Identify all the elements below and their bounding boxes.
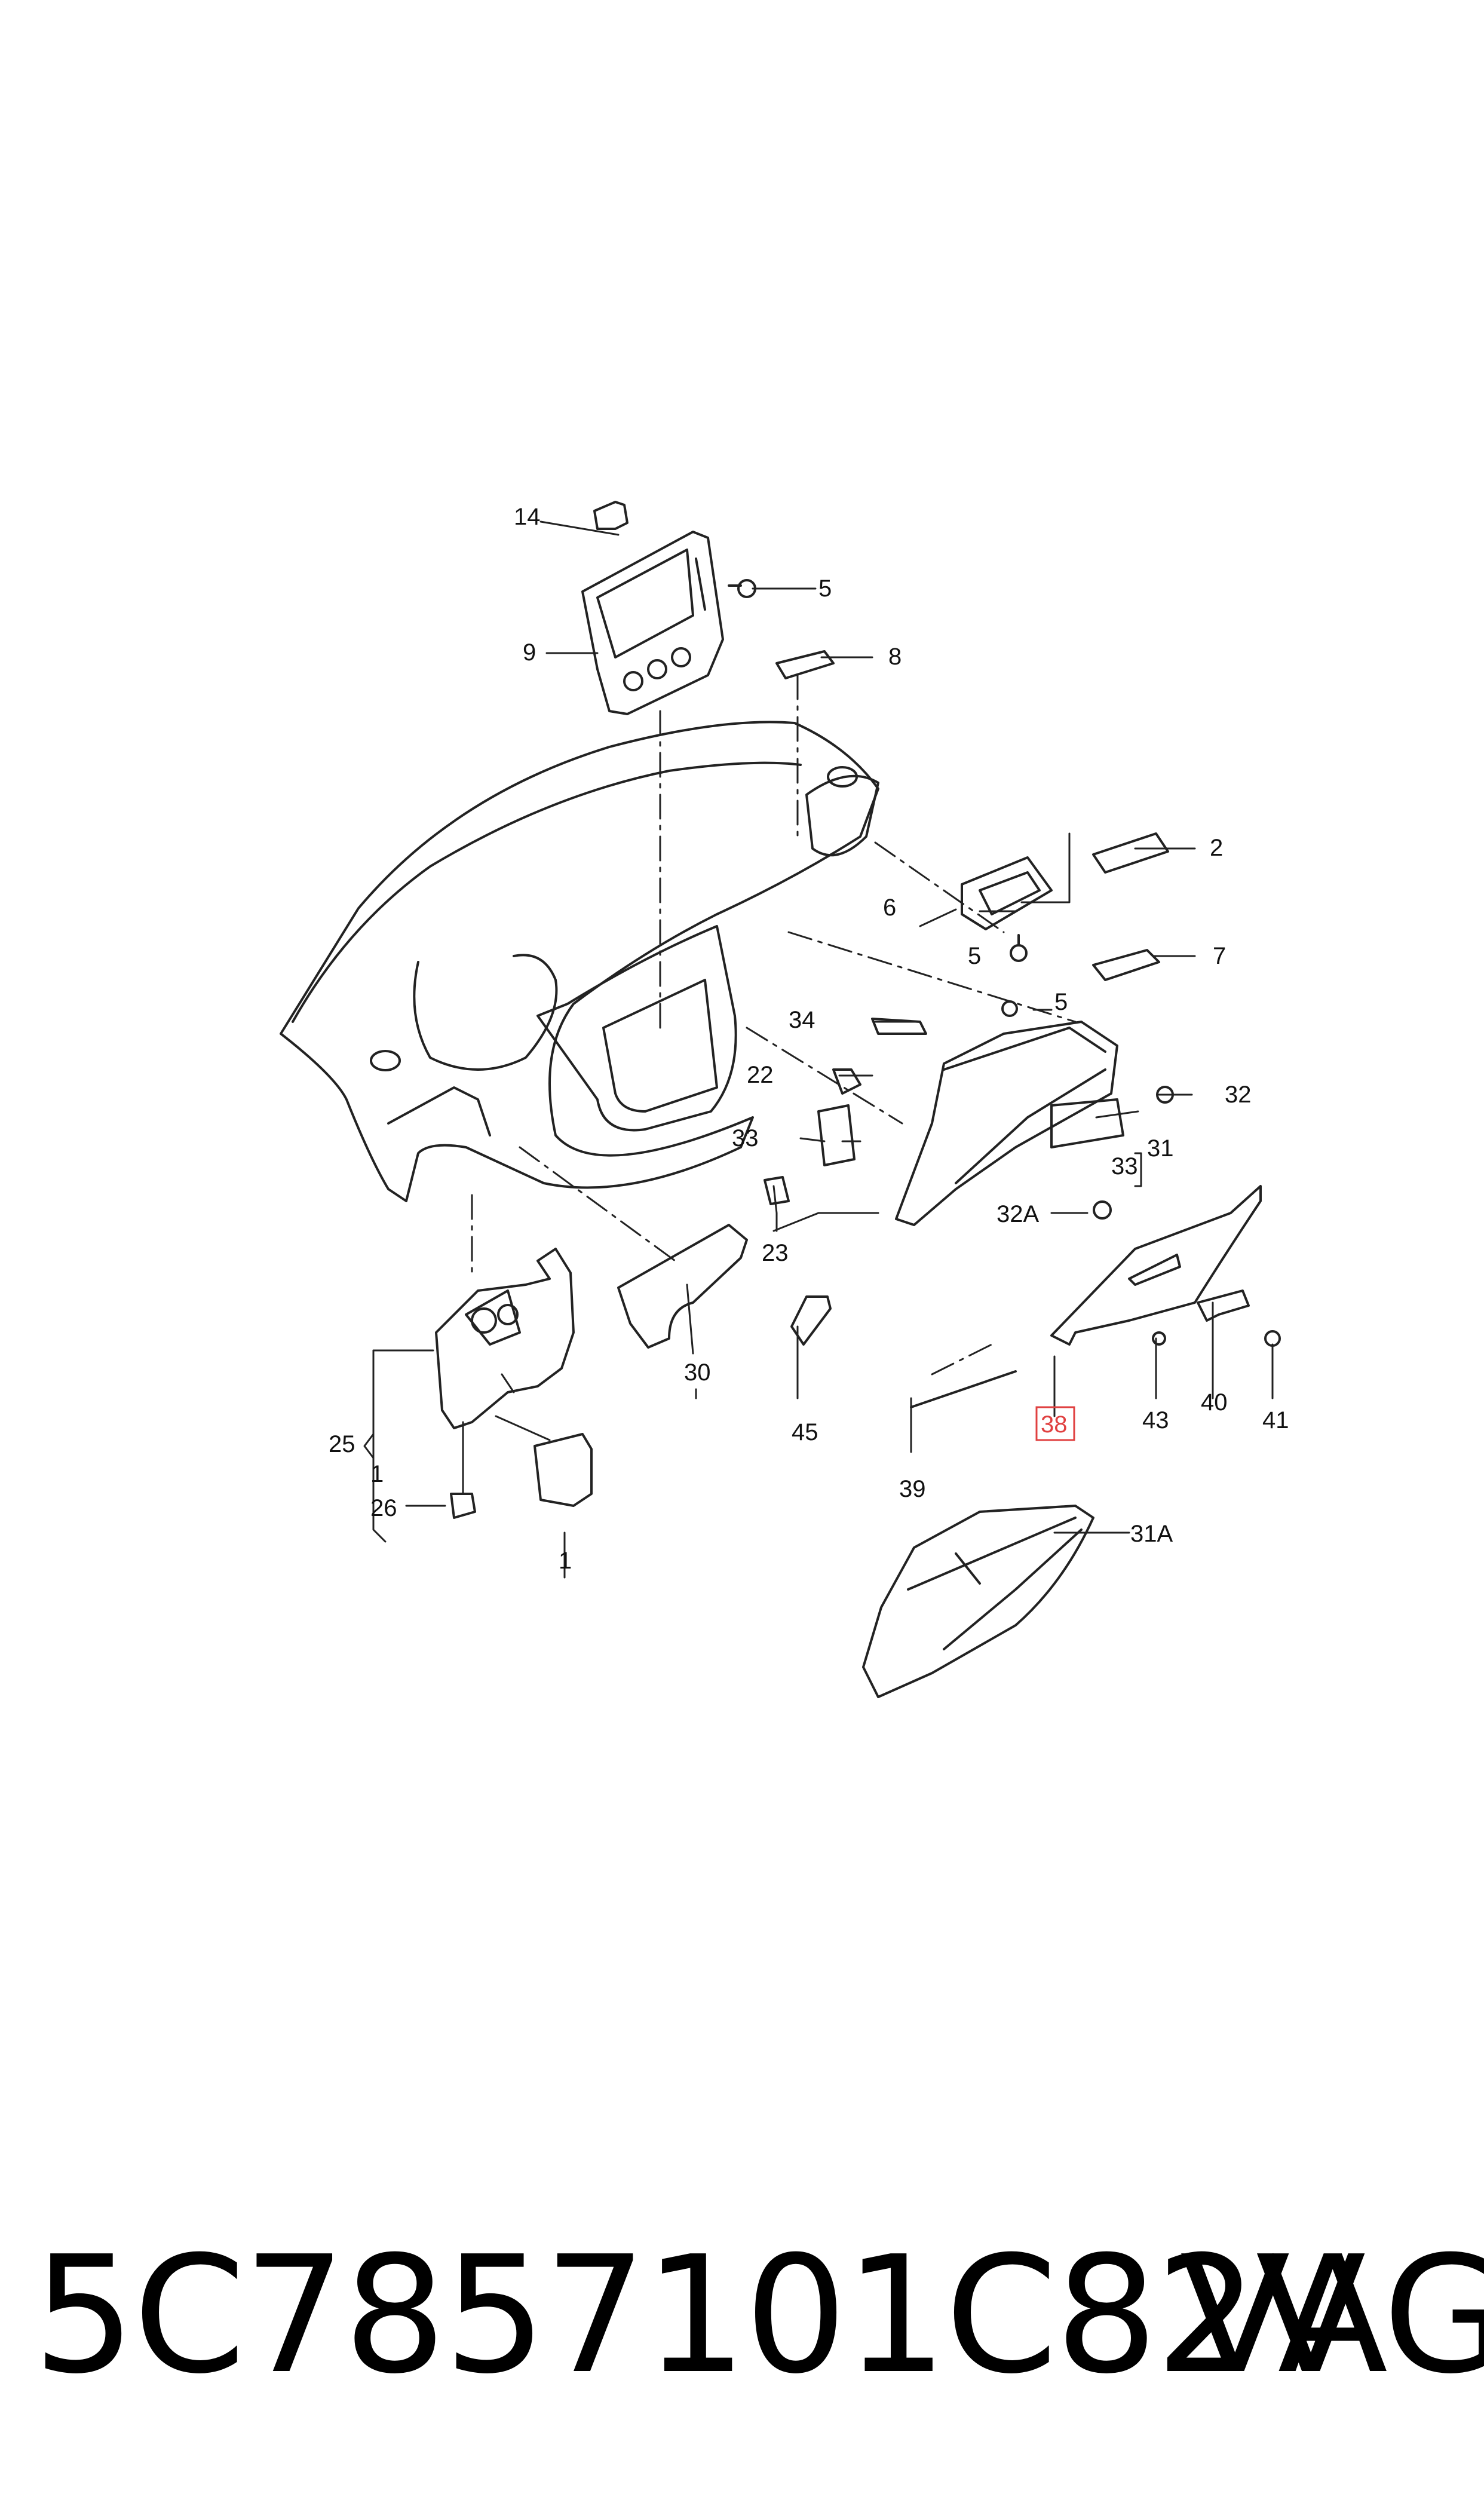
- rod-part-39: [910, 1370, 1017, 1408]
- clip-part-14: [593, 501, 628, 530]
- glovebox-part-31: [895, 1021, 1124, 1226]
- callout-22: 22: [747, 1062, 774, 1088]
- callout-32A: 32A: [997, 1201, 1039, 1227]
- pin-part-34: [871, 1018, 927, 1035]
- knob-part-26: [450, 1493, 476, 1519]
- callout-38: 38: [1041, 1411, 1068, 1438]
- callout-43: 43: [1142, 1407, 1169, 1433]
- callout-45: 45: [792, 1419, 818, 1445]
- callout-9: 9: [523, 639, 536, 666]
- callout-5: 5: [1054, 989, 1068, 1015]
- clip-part-33: [817, 1104, 856, 1166]
- callout-1: 1: [559, 1548, 572, 1574]
- callout-labels: 14 5 9 8 2 6 5 7 5 34 32 22 33 33 31 32A…: [329, 504, 1289, 1574]
- callout-26: 26: [370, 1495, 397, 1521]
- console-part-25: [435, 1248, 575, 1429]
- handle-part-45: [790, 1295, 832, 1346]
- callout-33: 33: [732, 1125, 759, 1151]
- callout-30: 30: [684, 1359, 711, 1386]
- callout-39: 39: [899, 1476, 926, 1502]
- trim-part-30: [617, 1224, 748, 1349]
- pad-part-7: [1092, 949, 1160, 981]
- clip-part-23: [764, 1176, 790, 1205]
- screw-parts: [728, 579, 1281, 1347]
- callout-8: 8: [888, 644, 902, 670]
- callout-6: 6: [883, 895, 896, 921]
- callout-31A: 31A: [1130, 1521, 1173, 1547]
- latch-part-40: [1197, 1289, 1250, 1322]
- callout-1: 1: [370, 1461, 384, 1487]
- callout-5: 5: [818, 575, 832, 602]
- highlight-box-38: [1035, 1406, 1075, 1441]
- dashboard-panel: [280, 721, 879, 1202]
- cap-part-1: [533, 1433, 593, 1507]
- callout-25: 25: [329, 1431, 355, 1457]
- callout-41: 41: [1262, 1407, 1289, 1433]
- pad-part-8: [775, 650, 835, 679]
- part-number-text: 5C7857101C82V: [33, 2221, 1366, 2409]
- glovebox-part-31A: [862, 1505, 1094, 1698]
- callout-33: 33: [1111, 1153, 1138, 1180]
- leader-lines: [363, 520, 1274, 1579]
- callout-34: 34: [789, 1007, 815, 1033]
- callout-31: 31: [1147, 1135, 1174, 1162]
- callout-7: 7: [1213, 943, 1226, 969]
- callout-32: 32: [1225, 1082, 1252, 1108]
- callout-40: 40: [1201, 1389, 1228, 1416]
- callout-5: 5: [968, 943, 981, 969]
- brand-text: VAG: [1180, 2221, 1484, 2409]
- grille-part-2: [1092, 832, 1169, 874]
- callout-2: 2: [1210, 835, 1223, 861]
- assembly-lines: [471, 674, 1077, 1393]
- trim-frame-part-9: [581, 531, 724, 715]
- lid-part-38: [1050, 1185, 1262, 1346]
- clip-part-22: [832, 1068, 861, 1095]
- callout-14: 14: [514, 504, 541, 530]
- callout-23: 23: [762, 1240, 789, 1266]
- bracket-part-6: [961, 856, 1053, 930]
